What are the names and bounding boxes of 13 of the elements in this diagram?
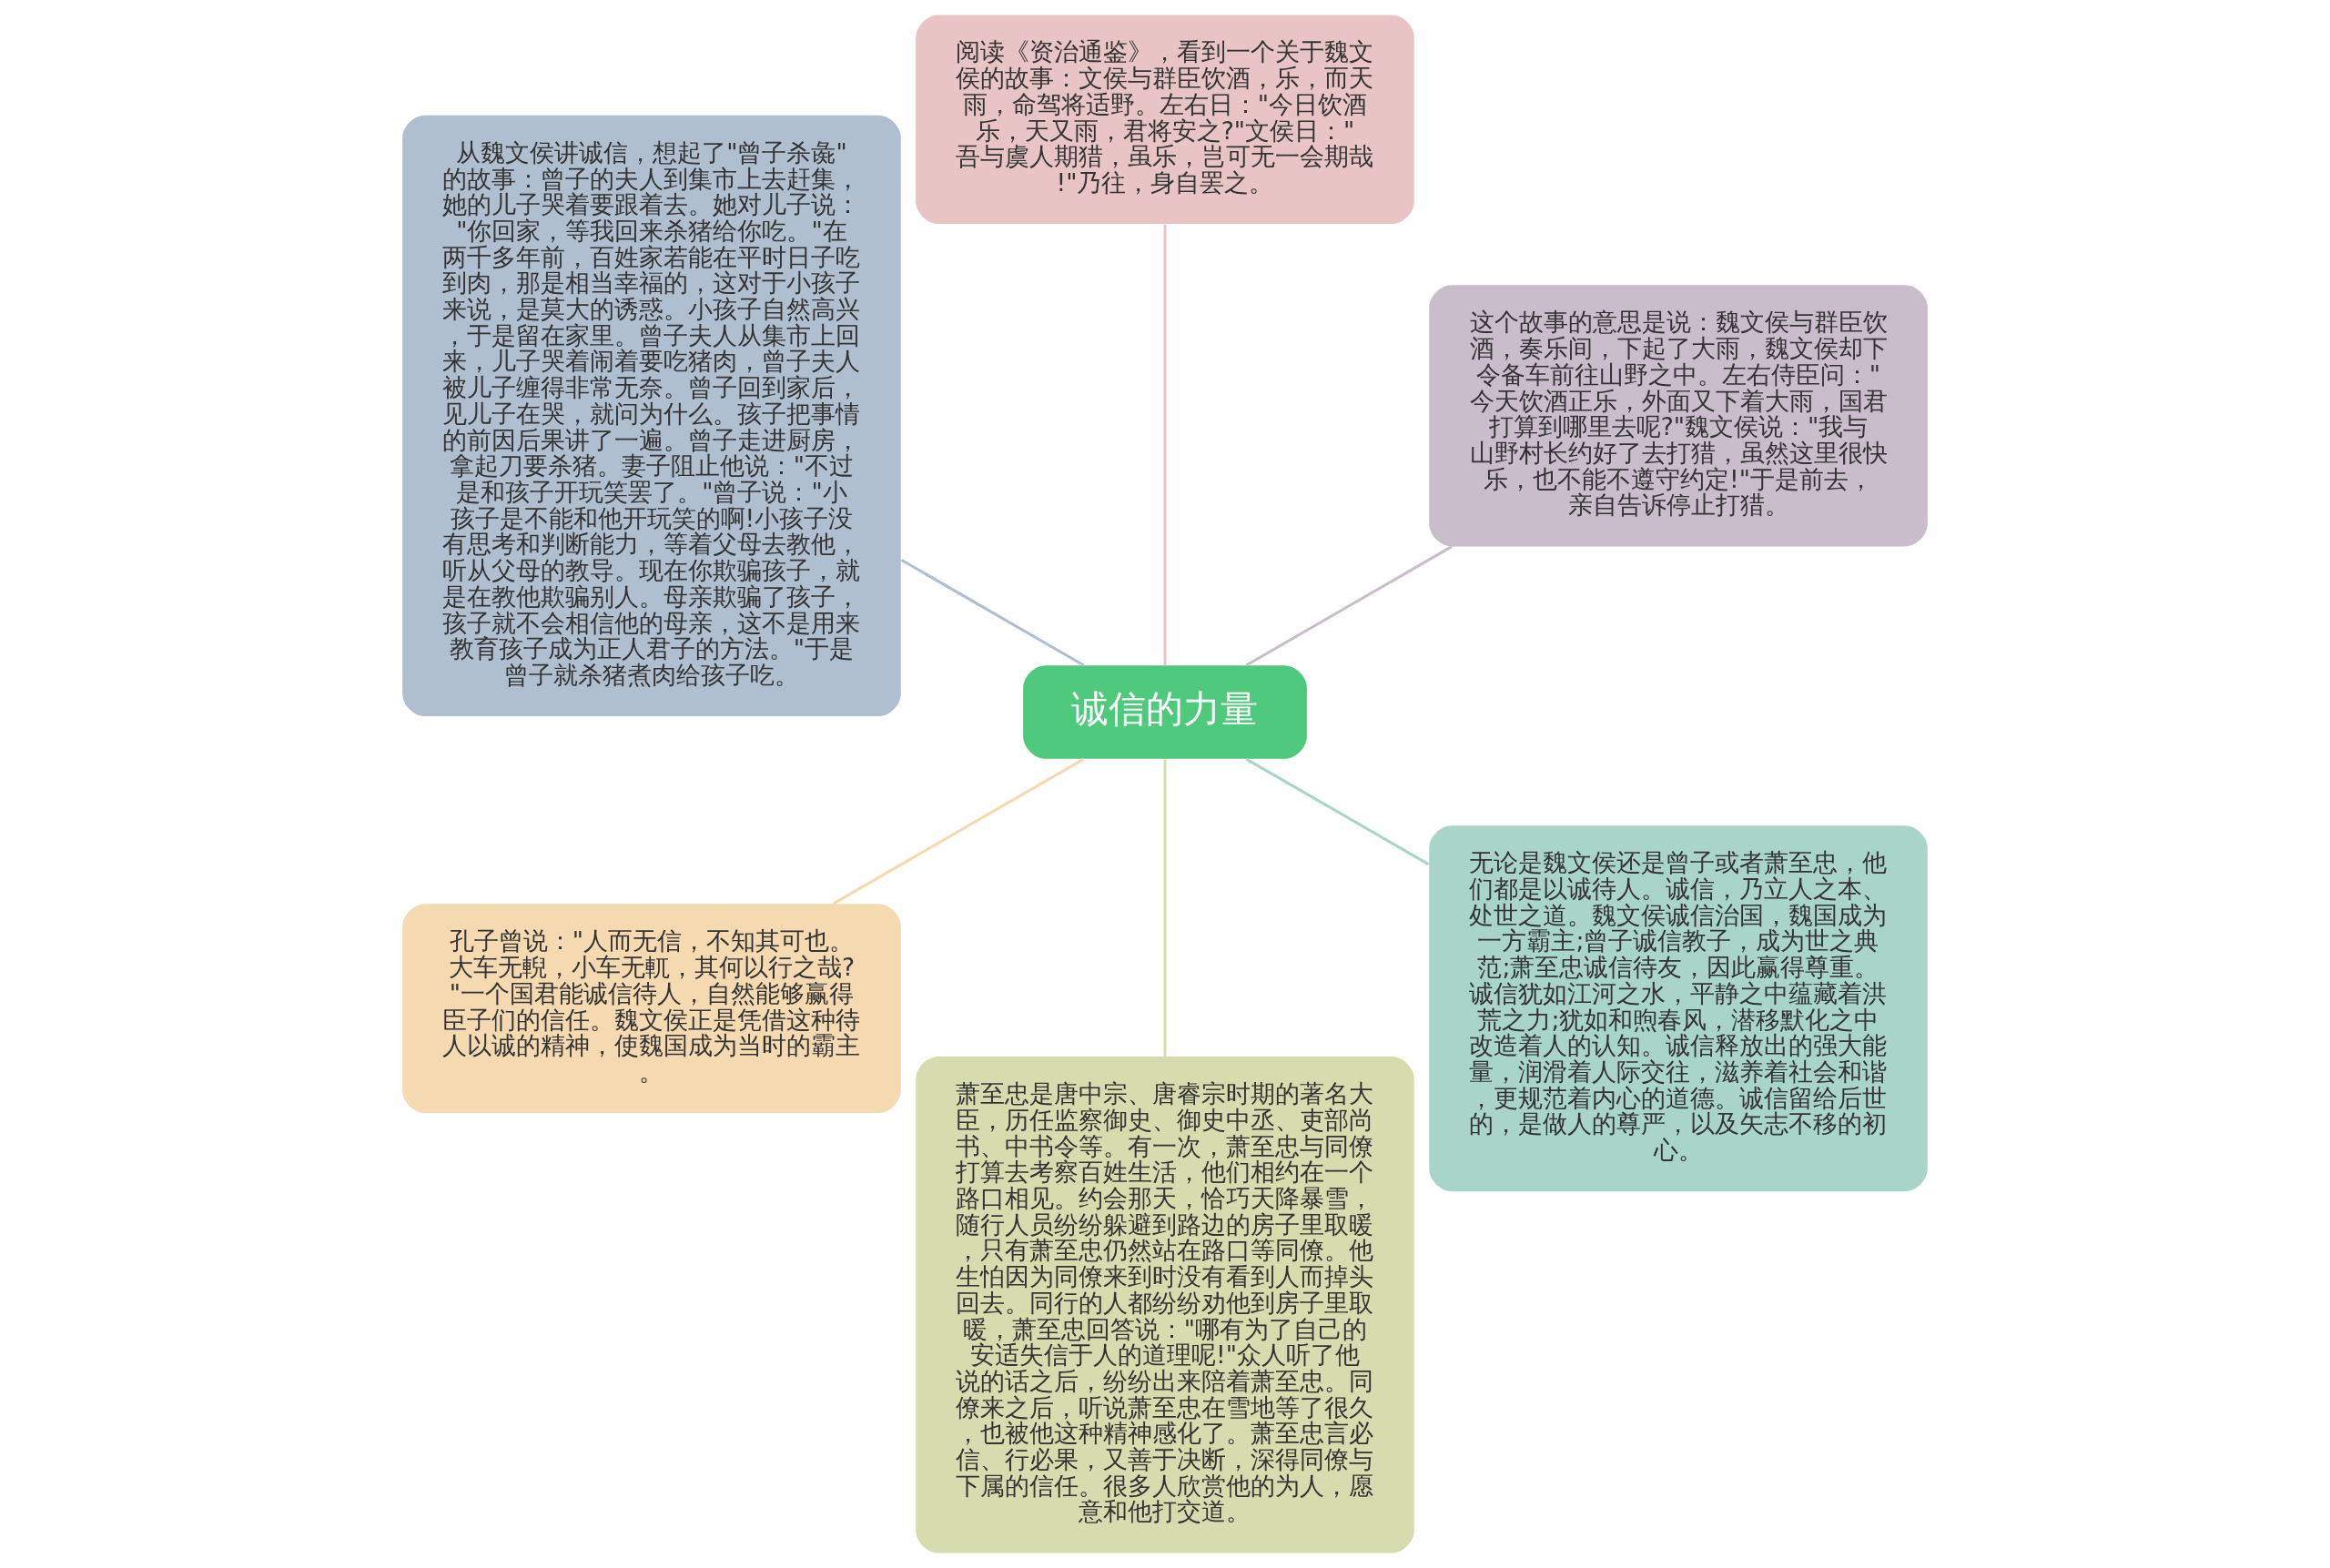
- connector: [900, 558, 1085, 667]
- node-box: 从魏文侯讲诚信，想起了"曾子杀彘"的故事：曾子的夫人到集市上去赶集，她的儿子哭着要跟着去。她对儿子说："你回家，等我回来杀猪给你吃。"在两千多年前，百姓家若能在平时日子吃到肉，那是相当幸福的，这对于小孩子来说，是莫大的诱惑。小孩子自然高兴，于是留在家里。曾子夫人从集市上回来，儿子哭着闹着要吃猪肉，曾子夫人被儿子缠得非常无奈。曾子回到家后，见儿子在哭，就问为什么。孩子把事情的前因后果讲了一遍。曾子走进厨房，拿起刀要杀猪。妻子阻止他说："不过是和孩子开玩笑罢了。"曾子说："小孩子是不能和他开玩笑的啊!小孩子没有思考和判断能力，等着父母去教他，听从父母的教导。现在你欺骗孩子，就是在教他欺骗别人。母亲欺骗了孩子，孩子就不会相信他的母亲，这不是用来教育孩子成为正人君子的方法。"于是曾子就杀猪煮肉给孩子吃。: [402, 115, 901, 717]
- node-box: 这个故事的意思是说：魏文侯与群臣饮酒，奏乐间，下起了大雨，魏文侯却下令备车前往山野之中。左右侍臣问："今天饮酒正乐，外面又下着大雨，国君打算到哪里去呢?"魏文侯说："我与山野村长约好了去打猎，虽然这里很快乐，也不能不遵守约定!"于是前去，亲自告诉停止打猎。: [1429, 285, 1928, 547]
- connector: [832, 757, 1085, 905]
- node-box: 孔子曾说："人而无信，不知其可也。大车无輗，小车无軏，其何以行之哉?"一个国君能诚信待人，自然能够赢得臣子们的信任。魏文侯正是凭借这种待人以诚的精神，使魏国成为当时的霸主。: [402, 904, 901, 1113]
- node-box: 萧至忠是唐中宗、唐睿宗时期的著名大臣，历任监察御史、御史中丞、吏部尚书、中书令等。有一次，萧至忠与同僚打算去考察百姓生活，他们相约在一个路口相见。约会那天，恰巧天降暴雪，随行人员纷纷躲避到路边的房子里取暖，只有萧至忠仍然站在路口等同僚。他生怕因为同僚来到时没有看到人而掉头回去。同行的人都纷纷劝他到房子里取暖，萧至忠回答说："哪有为了自己的安适失信于人的道理呢!"众人听了他说的话之后，纷纷出来陪着萧至忠。同僚来之后，听说萧至忠在雪地等了很久，也被他这种精神感化了。萧至忠言必信、行必果，又善于决断，深得同僚与下属的信任。很多人欣赏他的为人，愿意和他打交道。: [916, 1057, 1414, 1553]
- connector: [1163, 759, 1167, 1057]
- node-box: 无论是魏文侯还是曾子或者萧至忠，他们都是以诚待人。诚信，乃立人之本、处世之道。魏文侯诚信治国，魏国成为一方霸主;曾子诚信教子，成为世之典范;萧至忠诚信待友，因此赢得尊重。诚信犹如江河之水，平静之中蕴藏着洪荒之力;犹如和煦春风，潜移默化之中改造着人的认知。诚信释放出的强大能量，润滑着人际交往，滋养着社会和谐，更规范着内心的道德。诚信留给后世的，是做人的尊严，以及矢志不移的初心。: [1429, 825, 1928, 1192]
- connector: [1245, 545, 1453, 667]
- connector: [1245, 757, 1430, 866]
- connector: [1163, 224, 1167, 665]
- node-box: 阅读《资治通鉴》，看到一个关于魏文侯的故事：文侯与群臣饮酒，乐，而天雨，命驾将适野。左右日："今日饮酒乐，天又雨，君将安之?"文侯日："吾与虞人期猎，虽乐，岂可无一会期哉!"乃往，身自罢之。: [916, 15, 1414, 225]
- node-box: 诚信的力量: [1023, 665, 1307, 759]
